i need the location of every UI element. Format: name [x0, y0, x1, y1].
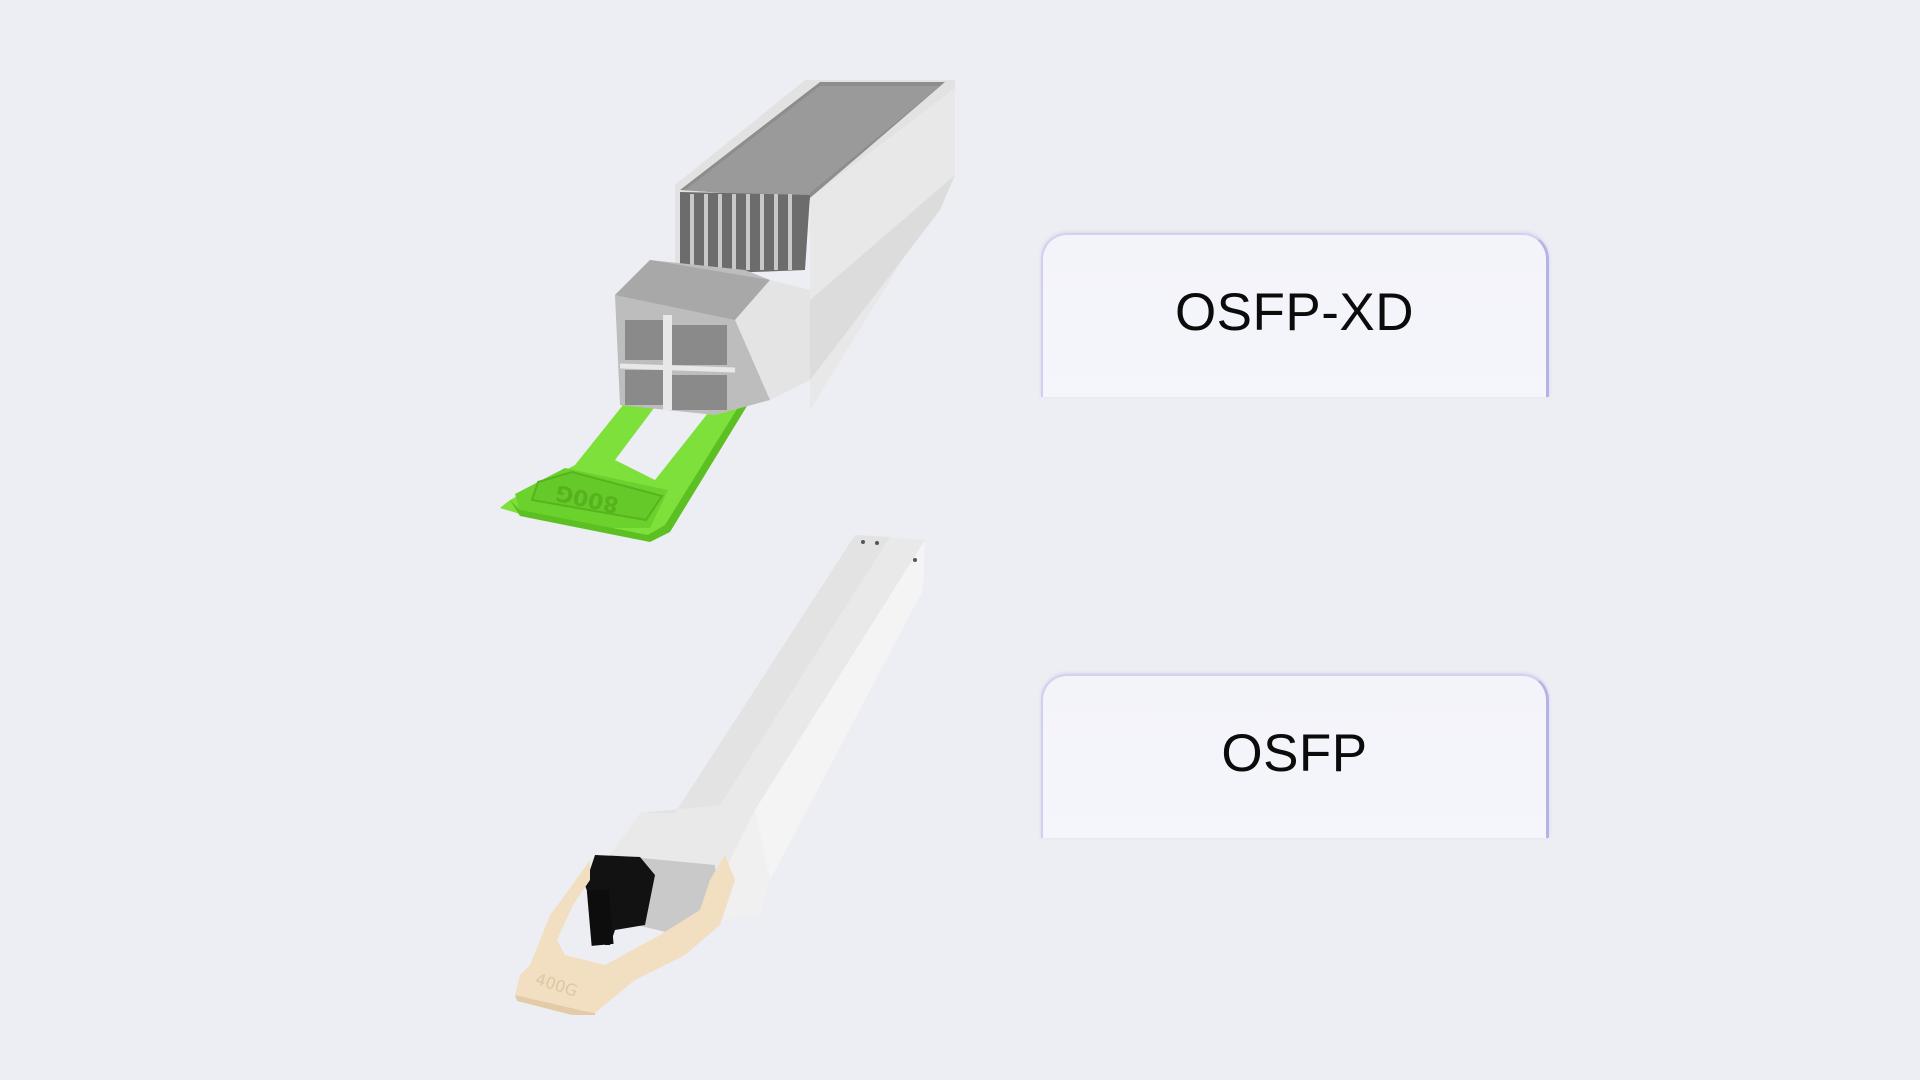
osfp-label-card: OSFP	[1041, 674, 1549, 838]
module-body	[585, 535, 925, 946]
osfp-xd-label-card: OSFP-XD	[1041, 233, 1549, 397]
osfp-xd-label: OSFP-XD	[1174, 283, 1415, 342]
beige-pull-tab: 400G	[515, 855, 735, 1015]
osfp-label: OSFP	[1221, 724, 1368, 783]
green-pull-tab: 800G	[500, 340, 780, 542]
osfp-xd-module-image: 800G	[480, 80, 1000, 550]
module-body	[615, 80, 955, 415]
osfp-module-image: 400G	[495, 535, 945, 1015]
